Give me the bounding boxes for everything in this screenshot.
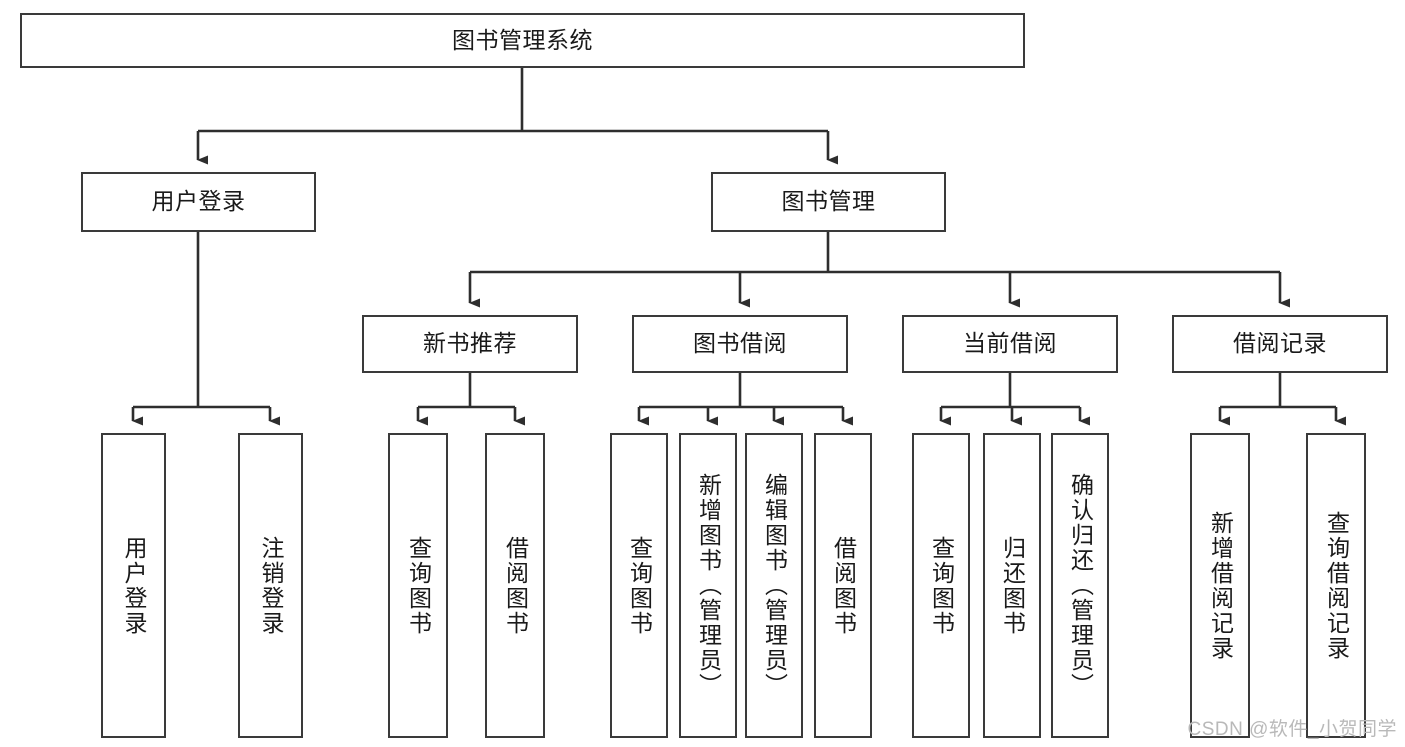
csdn-watermark: CSDN @软件_小贺同学 [1187,719,1397,740]
node-borrow-record[interactable]: 借阅记录 [1172,315,1388,373]
node-leaf-query-book-2[interactable]: 查询图书 [610,433,668,738]
leaf-label: 归还图书 [999,535,1026,636]
node-leaf-return-book[interactable]: 归还图书 [983,433,1041,738]
leaf-label: 借阅图书 [830,535,857,636]
node-user-login[interactable]: 用户登录 [81,172,316,232]
leaf-label: 查询借阅记录 [1323,510,1350,661]
leaf-label: 注销登录 [258,535,284,636]
leaf-label: 用户登录 [121,535,147,636]
node-leaf-add-book[interactable]: 新增图书（管理员） [679,433,737,738]
leaf-label: 确认归还（管理员） [1067,473,1094,698]
node-leaf-query-book-3[interactable]: 查询图书 [912,433,970,738]
node-leaf-edit-book[interactable]: 编辑图书（管理员） [745,433,803,738]
leaf-label: 查询图书 [626,535,653,636]
leaf-label: 新增图书（管理员） [695,473,722,698]
node-root[interactable]: 图书管理系统 [20,13,1025,68]
node-leaf-borrow-book-1[interactable]: 借阅图书 [485,433,545,738]
node-new-book-recommend[interactable]: 新书推荐 [362,315,578,373]
node-leaf-add-record[interactable]: 新增借阅记录 [1190,433,1250,738]
node-current-borrow[interactable]: 当前借阅 [902,315,1118,373]
leaf-label: 查询图书 [928,535,955,636]
node-leaf-user-login[interactable]: 用户登录 [101,433,166,738]
node-book-manage[interactable]: 图书管理 [711,172,946,232]
leaf-label: 借阅图书 [502,535,529,636]
leaf-label: 查询图书 [405,535,432,636]
node-leaf-query-record[interactable]: 查询借阅记录 [1306,433,1366,738]
node-leaf-confirm-return[interactable]: 确认归还（管理员） [1051,433,1109,738]
leaf-label: 新增借阅记录 [1207,510,1234,661]
node-leaf-query-book-1[interactable]: 查询图书 [388,433,448,738]
leaf-label: 编辑图书（管理员） [761,473,788,698]
node-leaf-logout[interactable]: 注销登录 [238,433,303,738]
node-book-borrow[interactable]: 图书借阅 [632,315,848,373]
node-leaf-borrow-book-2[interactable]: 借阅图书 [814,433,872,738]
